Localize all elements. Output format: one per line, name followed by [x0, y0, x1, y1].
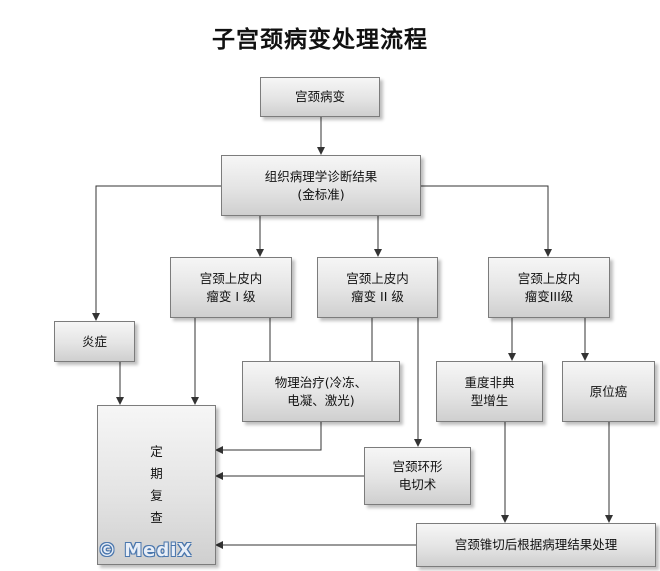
node-cervical-lesion: 宫颈病变	[260, 77, 380, 117]
node-text: 宫颈病变	[294, 89, 345, 104]
node-text: 型增生	[470, 392, 509, 408]
medix-watermark: © MediX	[98, 540, 193, 561]
node-leep: 宫颈环形 电切术	[364, 447, 471, 505]
node-pathology-diagnosis: 组织病理学诊断结果 (金标准)	[221, 155, 421, 216]
edge-physical-to-followup	[215, 422, 322, 454]
node-text: 物理治疗(冷冻、	[274, 374, 368, 390]
node-text: 查	[150, 510, 163, 525]
node-regular-followup: 定 期 复 查	[97, 405, 216, 565]
node-text: 复	[150, 488, 163, 503]
node-text: 炎症	[81, 333, 107, 349]
edge-diagnosis-to-cin3	[421, 185, 552, 257]
node-cin3: 宫颈上皮内 瘤变III级	[488, 257, 610, 318]
node-physical-therapy: 物理治疗(冷冻、 电凝、激光)	[242, 361, 400, 422]
node-carcinoma-in-situ: 原位癌	[562, 361, 655, 422]
node-text: 组织病理学诊断结果	[264, 168, 378, 184]
node-text: 原位癌	[589, 383, 628, 399]
node-cin2: 宫颈上皮内 瘤变 II 级	[317, 257, 438, 318]
node-inflammation: 炎症	[54, 321, 135, 362]
node-text: 瘤变III级	[524, 288, 574, 304]
node-text: 宫颈上皮内	[517, 270, 581, 286]
node-text: 重度非典	[464, 374, 515, 390]
diagram-title: 子宫颈病变处理流程	[212, 26, 428, 53]
node-text: 电切术	[398, 477, 437, 492]
node-text: 宫颈上皮内	[346, 270, 409, 286]
node-text: 宫颈环形	[392, 459, 443, 474]
node-text: 定	[150, 444, 163, 459]
node-text: 宫颈锥切后根据病理结果处理	[454, 537, 618, 552]
edge-diagnosis-to-inflammation	[92, 185, 222, 321]
node-severe-atypical-hyperplasia: 重度非典 型增生	[436, 361, 543, 422]
node-text: 期	[150, 466, 163, 481]
node-text: (金标准)	[297, 186, 345, 202]
node-text: 宫颈上皮内	[199, 270, 263, 286]
node-cin1: 宫颈上皮内 瘤变 I 级	[170, 257, 292, 318]
node-text: 瘤变 II 级	[351, 288, 404, 304]
node-text: 电凝、激光)	[287, 392, 355, 408]
node-text: 瘤变 I 级	[206, 288, 256, 304]
node-conization: 宫颈锥切后根据病理结果处理	[416, 523, 656, 567]
